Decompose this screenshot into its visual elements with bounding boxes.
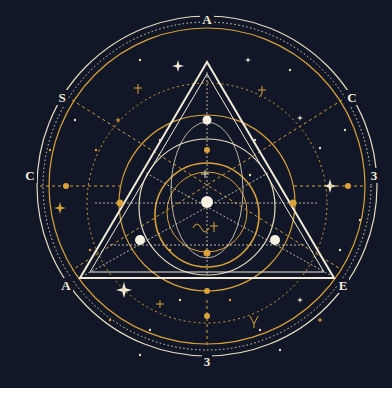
- sparkle-star: [54, 202, 66, 214]
- vertex-letter: C: [23, 168, 36, 183]
- glyphs: [134, 84, 266, 328]
- star-dot: [249, 174, 251, 176]
- star-dot: [259, 329, 261, 331]
- vertex-letter: C: [345, 90, 358, 105]
- vertex-letter: 3: [202, 354, 213, 369]
- radial-lines: [40, 100, 364, 346]
- sparkle-star: [297, 297, 303, 303]
- star-dot: [319, 147, 321, 149]
- sparkle-star: [116, 282, 132, 298]
- star-dot: [139, 59, 141, 61]
- triangle: [80, 62, 334, 278]
- star-dot: [339, 249, 341, 251]
- sparkle-star: [317, 317, 323, 323]
- star-dot: [89, 249, 91, 251]
- vertex-letter: A: [59, 278, 72, 293]
- sparkle-star: [297, 115, 303, 121]
- sparkle-star: [172, 60, 184, 72]
- star-dot: [74, 119, 76, 121]
- star-dot: [279, 349, 281, 351]
- sparkle-star: [245, 57, 251, 63]
- star-dot: [179, 299, 181, 301]
- vertex-letter: 3: [369, 168, 380, 183]
- star-dot: [139, 354, 141, 356]
- star-dot: [289, 69, 291, 71]
- vertex-letter: A: [200, 12, 213, 27]
- circles: [37, 16, 377, 356]
- vertex-letter: S: [56, 90, 67, 105]
- star-dot: [49, 149, 51, 151]
- star-field: [49, 57, 361, 356]
- star-dot: [95, 149, 97, 151]
- night-ground: [0, 0, 392, 388]
- nodes-dots: [63, 116, 351, 320]
- median-lines: [85, 72, 330, 275]
- star-dot: [229, 299, 231, 301]
- star-dot: [149, 329, 151, 331]
- star-dot: [344, 129, 346, 131]
- vertex-letter: E: [337, 278, 350, 293]
